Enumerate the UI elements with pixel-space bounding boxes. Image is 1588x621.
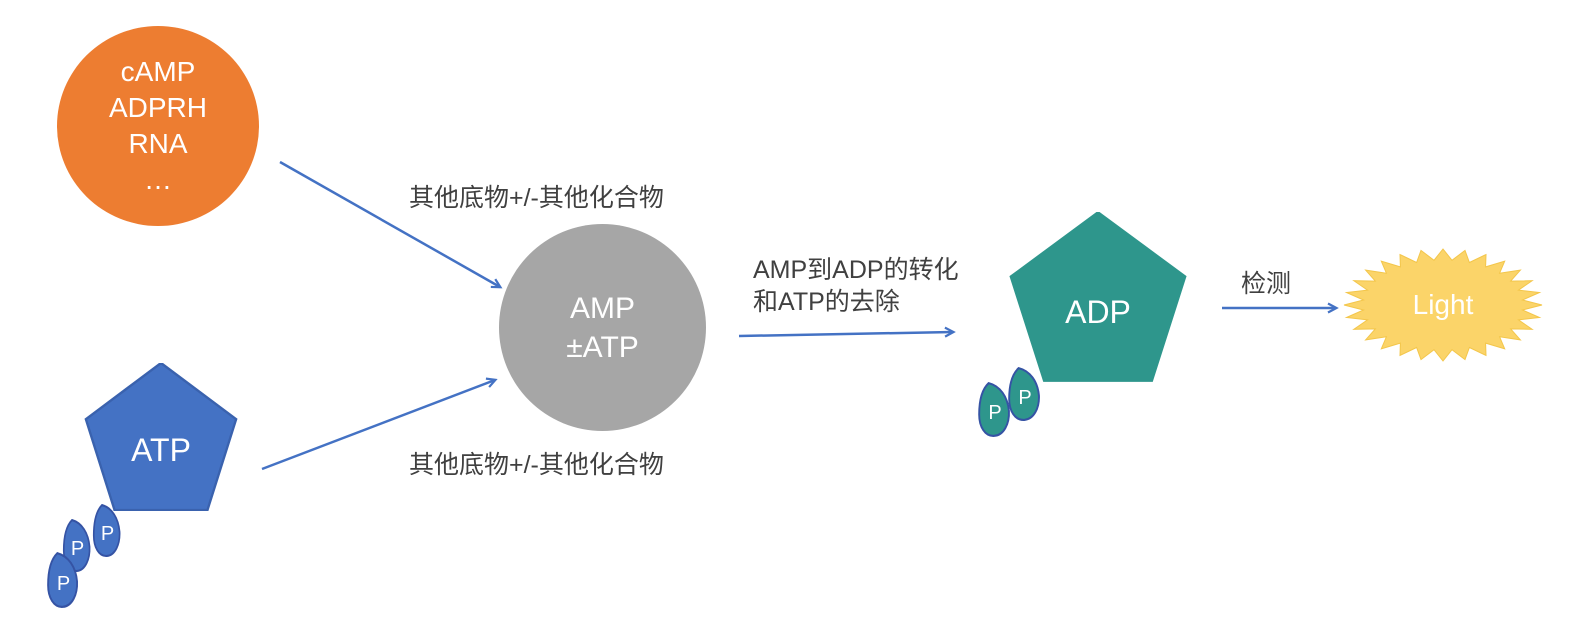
phosphate-label: P	[1018, 386, 1032, 409]
atp-pentagon: ATP	[82, 363, 240, 511]
phosphate-label: P	[70, 538, 85, 560]
arrow-amp-to-adp	[738, 326, 956, 338]
atp-phosphate-drop-1: P	[91, 503, 124, 558]
starburst-shape	[1343, 248, 1543, 362]
substrates-line: RNA	[128, 128, 188, 159]
atp-phosphate-drop-2: P	[61, 518, 94, 573]
atp-label: ATP	[131, 431, 191, 468]
substrates-ellipsis: …	[144, 164, 172, 195]
teardrop-shape	[978, 381, 1010, 437]
substrates-line: cAMP	[120, 56, 196, 87]
amp-circle: AMP ±ATP	[499, 224, 706, 431]
light-starburst: Light	[1342, 247, 1544, 363]
arrow-substrates-to-amp	[279, 160, 503, 289]
teardrop-shape	[92, 503, 121, 557]
adp-phosphate-drop-1: P	[1006, 366, 1044, 422]
atp-phosphate-drop-3: P	[45, 551, 82, 609]
detect-arrow-label: 检测	[1241, 270, 1292, 298]
bottom-arrow-label: 其他底物+/-其他化合物	[409, 451, 664, 479]
phosphate-label: P	[56, 572, 71, 595]
teardrop-shape	[47, 551, 78, 608]
phosphate-label: P	[988, 402, 1002, 424]
top-arrow-label: 其他底物+/-其他化合物	[409, 184, 664, 212]
amp-line: ±ATP	[566, 330, 639, 364]
middle-arrow-label-line2: 和ATP的去除	[753, 288, 900, 316]
substrates-circle: cAMP ADPRH RNA …	[57, 26, 259, 226]
pentagon-shape	[1009, 212, 1187, 382]
teardrop-shape	[1008, 366, 1040, 421]
adp-label: ADP	[1065, 293, 1131, 330]
adp-phosphate-drop-2: P	[976, 381, 1014, 438]
adp-pentagon: ADP	[1006, 212, 1190, 382]
substrates-line: ADPRH	[108, 92, 207, 123]
middle-arrow-label-line1: AMP到ADP的转化	[753, 256, 959, 284]
light-label: Light	[1412, 289, 1474, 320]
phosphate-label: P	[100, 523, 115, 545]
middle-arrow-label: AMP到ADP的转化 和ATP的去除	[753, 254, 959, 318]
teardrop-shape	[62, 518, 91, 572]
amp-line: AMP	[569, 291, 635, 325]
pentagon-shape	[84, 363, 238, 511]
